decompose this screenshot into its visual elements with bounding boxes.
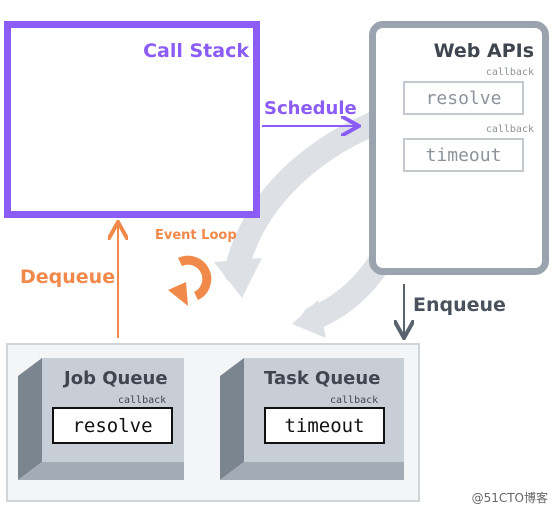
job-queue-caption: callback (118, 395, 167, 406)
dequeue-label: Dequeue (20, 266, 116, 288)
event-loop-icon (168, 255, 212, 306)
web-apis-slot-timeout: timeout (403, 138, 524, 172)
web-apis-slot-resolve: resolve (403, 81, 524, 115)
event-loop-label: Event Loop (155, 228, 237, 243)
call-stack-title: Call Stack (143, 40, 249, 62)
task-queue-caption: callback (330, 395, 379, 406)
schedule-label: Schedule (264, 98, 357, 119)
web-apis-title: Web APIs (433, 40, 534, 62)
web-apis-slot-2-caption: callback (485, 124, 534, 135)
web-apis-panel: Web APIs callback resolve callback timeo… (369, 21, 549, 275)
web-apis-slot-1-caption: callback (485, 67, 534, 78)
watermark: @51CTO博客 (471, 491, 548, 505)
enqueue-label: Enqueue (413, 294, 506, 316)
job-queue-title: Job Queue (64, 368, 168, 389)
job-queue-slot-resolve: resolve (52, 407, 173, 444)
task-queue-slot-timeout: timeout (264, 407, 385, 444)
task-queue-title: Task Queue (264, 368, 381, 389)
call-stack-panel: Call Stack (4, 21, 260, 218)
